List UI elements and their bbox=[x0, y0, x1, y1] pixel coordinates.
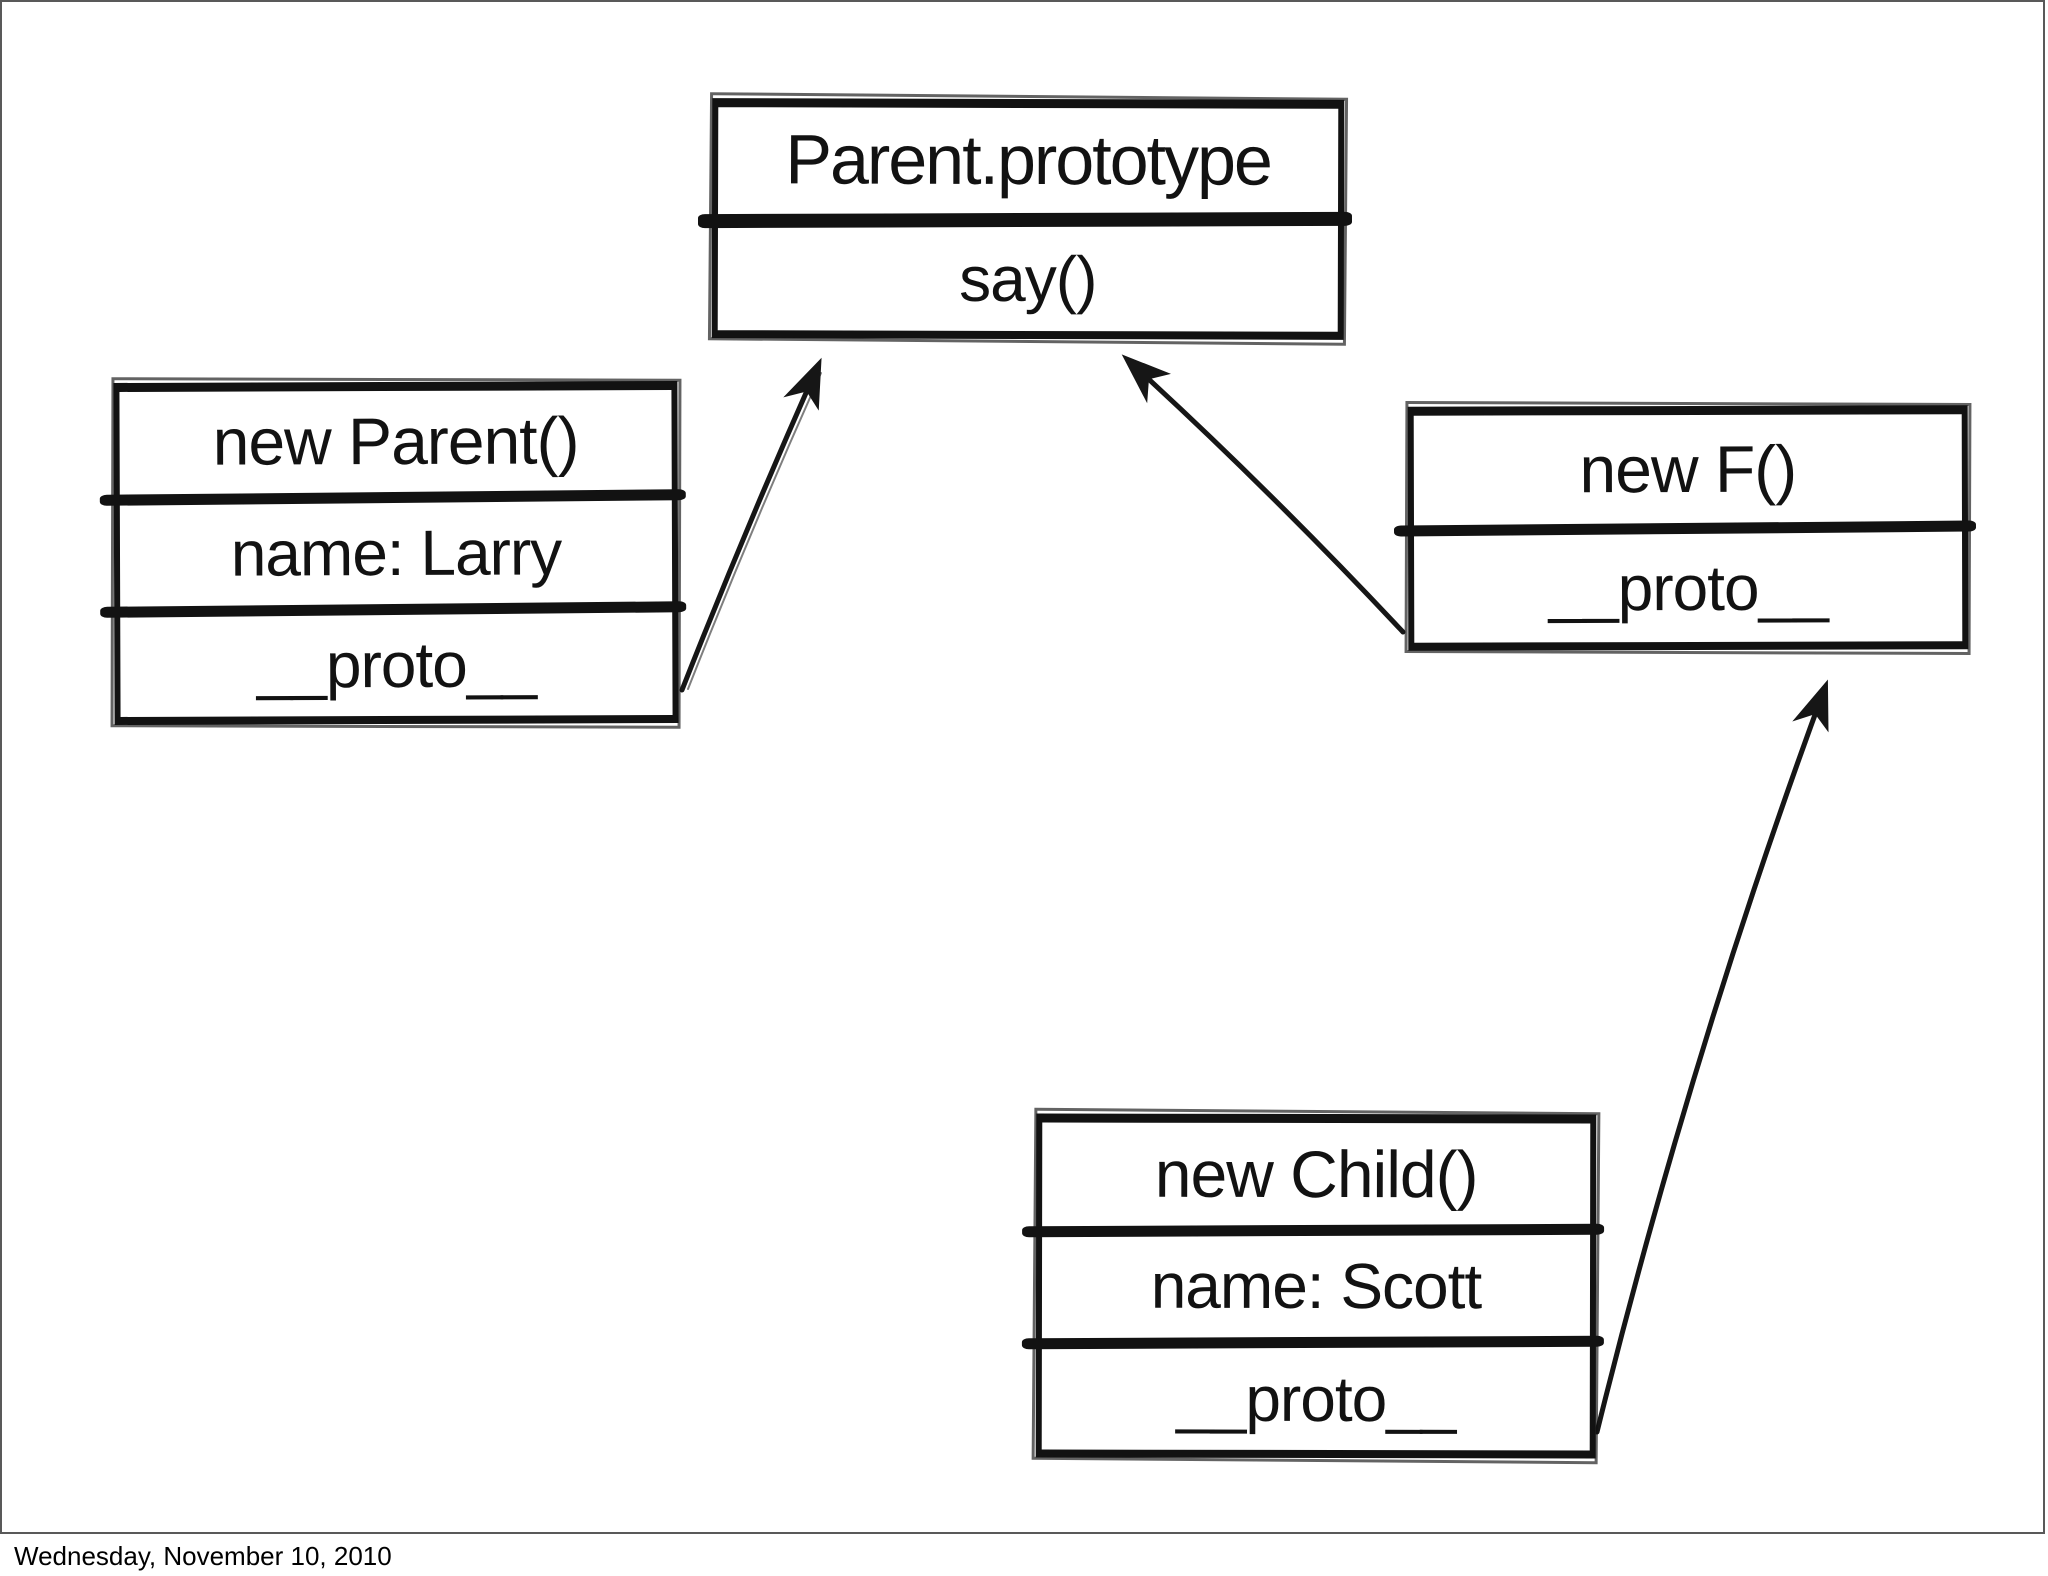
node-box-new-child: new Child() name: Scott __proto__ bbox=[1021, 1113, 1605, 1459]
member-row-name: name: Scott bbox=[1150, 1250, 1482, 1323]
node-title: Parent.prototype bbox=[785, 120, 1272, 200]
row-divider bbox=[1021, 1336, 1604, 1350]
member-row-proto: __proto__ bbox=[1548, 551, 1828, 625]
member-row-say: say() bbox=[959, 242, 1097, 315]
node-title: new Child() bbox=[1154, 1136, 1478, 1211]
row-divider bbox=[697, 211, 1353, 228]
node-title: new F() bbox=[1579, 431, 1797, 506]
node-title: new Parent() bbox=[212, 403, 579, 479]
member-row-name: name: Larry bbox=[230, 516, 562, 590]
member-row-proto: __proto__ bbox=[256, 628, 537, 702]
row-divider bbox=[1022, 1223, 1605, 1237]
slide-date: Wednesday, November 10, 2010 bbox=[14, 1541, 392, 1571]
node-box-parent-prototype: Parent.prototype say() bbox=[697, 98, 1353, 340]
node-box-new-f: new F() __proto__ bbox=[1393, 405, 1977, 651]
member-row-proto: __proto__ bbox=[1176, 1362, 1456, 1436]
node-box-new-parent: new Parent() name: Larry __proto__ bbox=[99, 381, 687, 725]
